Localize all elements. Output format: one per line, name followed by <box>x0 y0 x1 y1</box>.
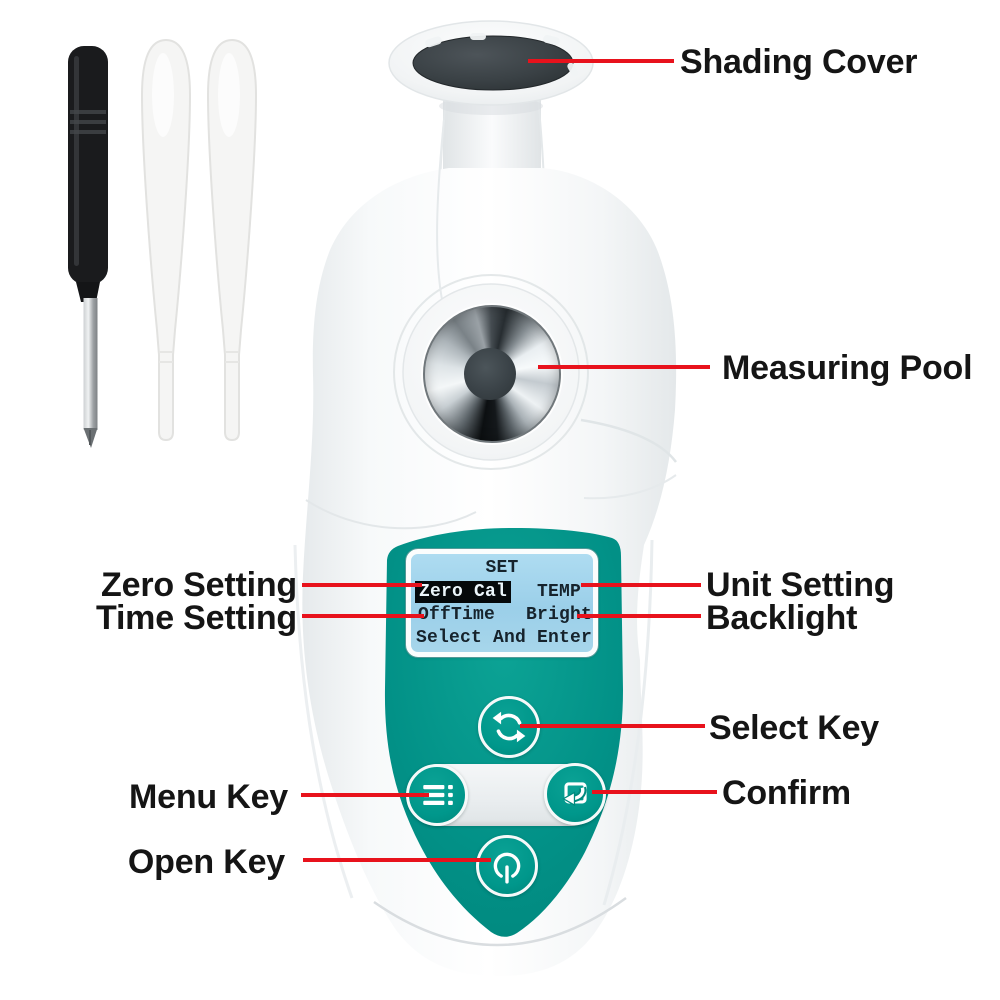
callout-line-menu-key <box>301 793 429 797</box>
callout-line-unit-setting <box>581 583 701 587</box>
label-time-setting: Time Setting <box>95 599 297 637</box>
lcd-item-temp: TEMP <box>537 582 582 602</box>
lcd-item-zero-cal-selected: Zero Cal <box>415 581 512 603</box>
lcd-item-bright: Bright <box>526 605 593 625</box>
callout-line-confirm <box>592 790 717 794</box>
label-select-key: Select Key <box>709 709 879 747</box>
select-key-button[interactable] <box>478 696 540 758</box>
label-zero-setting: Zero Setting <box>101 566 297 604</box>
pipette-1 <box>140 38 192 442</box>
lcd-item-offtime: OffTime <box>418 605 496 625</box>
lcd-hint-line: Select And Enter <box>416 628 593 648</box>
return-arrow-icon <box>562 782 587 807</box>
label-measuring-pool: Measuring Pool <box>722 349 973 387</box>
label-menu-key: Menu Key <box>129 778 288 816</box>
pipette-2-highlight <box>218 53 240 137</box>
shading-cover-disc <box>412 35 574 91</box>
label-open-key: Open Key <box>127 843 285 881</box>
cycle-arrows-icon <box>492 711 526 743</box>
measuring-pool-center <box>464 348 516 400</box>
lcd-screen: SET Zero Cal TEMP OffTime Bright Select … <box>406 549 598 657</box>
label-shading-cover: Shading Cover <box>680 43 918 81</box>
callout-line-open-key <box>303 858 491 862</box>
label-unit-setting: Unit Setting <box>706 566 895 604</box>
callout-line-shading-cover <box>528 59 674 63</box>
callout-line-backlight <box>577 614 701 618</box>
callout-line-select-key <box>520 724 705 728</box>
menu-list-icon <box>423 784 453 806</box>
callout-line-measuring-pool <box>538 365 710 369</box>
menu-key-button[interactable] <box>406 764 468 826</box>
lcd-title: SET <box>485 558 519 578</box>
label-backlight: Backlight <box>706 599 858 637</box>
screwdriver <box>68 46 108 448</box>
open-key-button[interactable] <box>476 835 538 897</box>
screwdriver-shaft <box>83 298 98 430</box>
pipette-1-highlight <box>152 53 174 137</box>
measuring-pool-well <box>423 305 561 443</box>
power-icon <box>493 852 521 884</box>
callout-line-time-setting <box>302 614 424 618</box>
pipette-2 <box>206 38 258 442</box>
shading-cover-rim-tabs <box>425 33 579 77</box>
label-confirm: Confirm <box>722 774 851 812</box>
callout-line-zero-setting <box>302 583 422 587</box>
confirm-key-button[interactable] <box>544 763 606 825</box>
